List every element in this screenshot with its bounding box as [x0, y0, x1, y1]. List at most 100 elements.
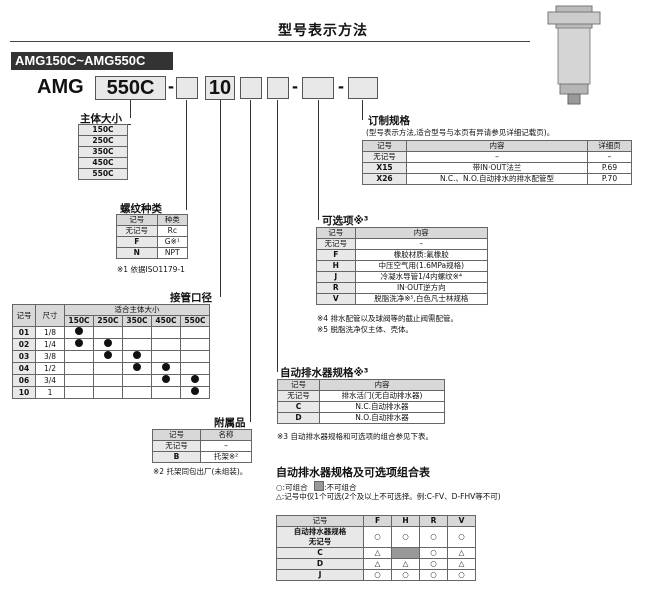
compat-dot-icon [133, 351, 141, 359]
col-header: 适合主体大小 [64, 304, 210, 316]
title-rule [10, 41, 530, 42]
leader-size [130, 100, 131, 118]
model-prefix: AMG [37, 76, 84, 98]
custom-label: 订制规格 [368, 115, 410, 127]
port-code-box: 10 [205, 76, 235, 100]
combo-cell: ○ [447, 569, 476, 581]
col-header: 记号 [116, 214, 158, 226]
col-header: 记号 [361, 140, 408, 152]
option-note-4: ※4 排水配管以及球阀等的截止阀需配管。 [317, 314, 458, 323]
col-header: 记号 [316, 227, 356, 239]
col-header: 记号 [277, 379, 320, 391]
custom-page: P.69 [586, 162, 633, 174]
compat-dot-icon [75, 327, 83, 335]
col-header: 记号 [276, 515, 364, 527]
thread-code: N [116, 247, 158, 259]
col-header: H [391, 515, 420, 527]
custom-code: X15 [361, 162, 408, 174]
combo-cell: ○ [419, 569, 448, 581]
combo-cell: ○ [419, 558, 448, 570]
option-content: 中压空气用(1.6MPa规格) [354, 260, 489, 272]
col-header: 尺寸 [35, 304, 65, 327]
compat-dot-icon [104, 351, 112, 359]
pipe-size: 1 [35, 386, 65, 399]
combo-cell: ○ [363, 569, 392, 581]
combo-cell: ○ [419, 526, 448, 548]
combo-cell: ○ [419, 547, 448, 559]
compat-dot-icon [191, 387, 199, 395]
col-header: 内容 [318, 379, 446, 391]
custom-content: – [406, 151, 588, 163]
leader-accessory [250, 100, 251, 422]
combo-code: 自动排水器规格 无记号 [276, 526, 364, 548]
legend-no: :不可组合 [323, 483, 357, 492]
pipe-size: 1/4 [35, 338, 65, 351]
compat-cell [151, 362, 181, 375]
compat-dot-icon [75, 339, 83, 347]
custom-code: 无记号 [361, 151, 408, 163]
combo-cell: ○ [391, 526, 420, 548]
compat-cell [122, 326, 152, 339]
compat-cell [93, 386, 123, 399]
compat-cell [122, 338, 152, 351]
pipe-code: 01 [12, 326, 36, 339]
option-code: V [316, 293, 356, 305]
pipe-code: 03 [12, 350, 36, 363]
compat-cell [151, 350, 181, 363]
series-banner: AMG150C~AMG550C [11, 52, 173, 70]
pipe-code: 10 [12, 386, 36, 399]
page-title: 型号表示方法 [278, 23, 368, 39]
size-header: 150C [64, 315, 94, 327]
combo-legend-row: ○:可组合 :不可组合 [276, 481, 357, 493]
dash-2: - [292, 76, 298, 96]
drain-content: N.C.自动排水器 [318, 401, 446, 413]
compat-cell [93, 362, 123, 375]
body-size-item: 450C [78, 157, 128, 169]
compat-cell [64, 350, 94, 363]
combo-table: 记号 F H R V 自动排水器规格 无记号○○○○C△○△D△△○△J○○○○ [276, 515, 476, 581]
combo-cell: △ [391, 558, 420, 570]
compat-cell [64, 326, 94, 339]
custom-code: X26 [361, 173, 408, 185]
combo-code: J [276, 569, 364, 581]
compat-cell [64, 386, 94, 399]
thread-type: NPT [156, 247, 189, 259]
drain-code: D [277, 412, 320, 424]
pipe-size: 3/8 [35, 350, 65, 363]
col-header: V [447, 515, 476, 527]
combo-cell [391, 547, 420, 559]
accessory-code: B [151, 451, 202, 463]
pipe-label: 接管口径 [170, 292, 212, 304]
drain-label: 自动排水器规格※³ [280, 367, 369, 379]
option-label: 可选项※³ [322, 215, 369, 227]
option-content: 脱脂洗净※⁵,白色凡士林规格 [354, 293, 489, 305]
compat-cell [64, 338, 94, 351]
thread-code-box [176, 77, 198, 99]
thread-type: G※¹ [156, 236, 189, 248]
option-code: J [316, 271, 356, 283]
option-code: R [316, 282, 356, 294]
thread-type: Rc [156, 225, 189, 237]
table-row: C△○△ [276, 547, 476, 559]
combo-cell: △ [363, 558, 392, 570]
dash-3: - [338, 76, 344, 96]
compat-cell [93, 350, 123, 363]
col-header: 详细页 [586, 140, 633, 152]
col-header: 记号 [151, 429, 202, 441]
col-header: 记号 [12, 304, 36, 327]
leader-port [220, 100, 221, 297]
drain-code-box [267, 77, 289, 99]
compat-cell [151, 374, 181, 387]
col-header: F [363, 515, 392, 527]
compat-cell [93, 338, 123, 351]
custom-content: N.C.、N.O.自动排水的排水配管型 [406, 173, 588, 185]
compat-cell [122, 374, 152, 387]
combo-cell: △ [447, 558, 476, 570]
